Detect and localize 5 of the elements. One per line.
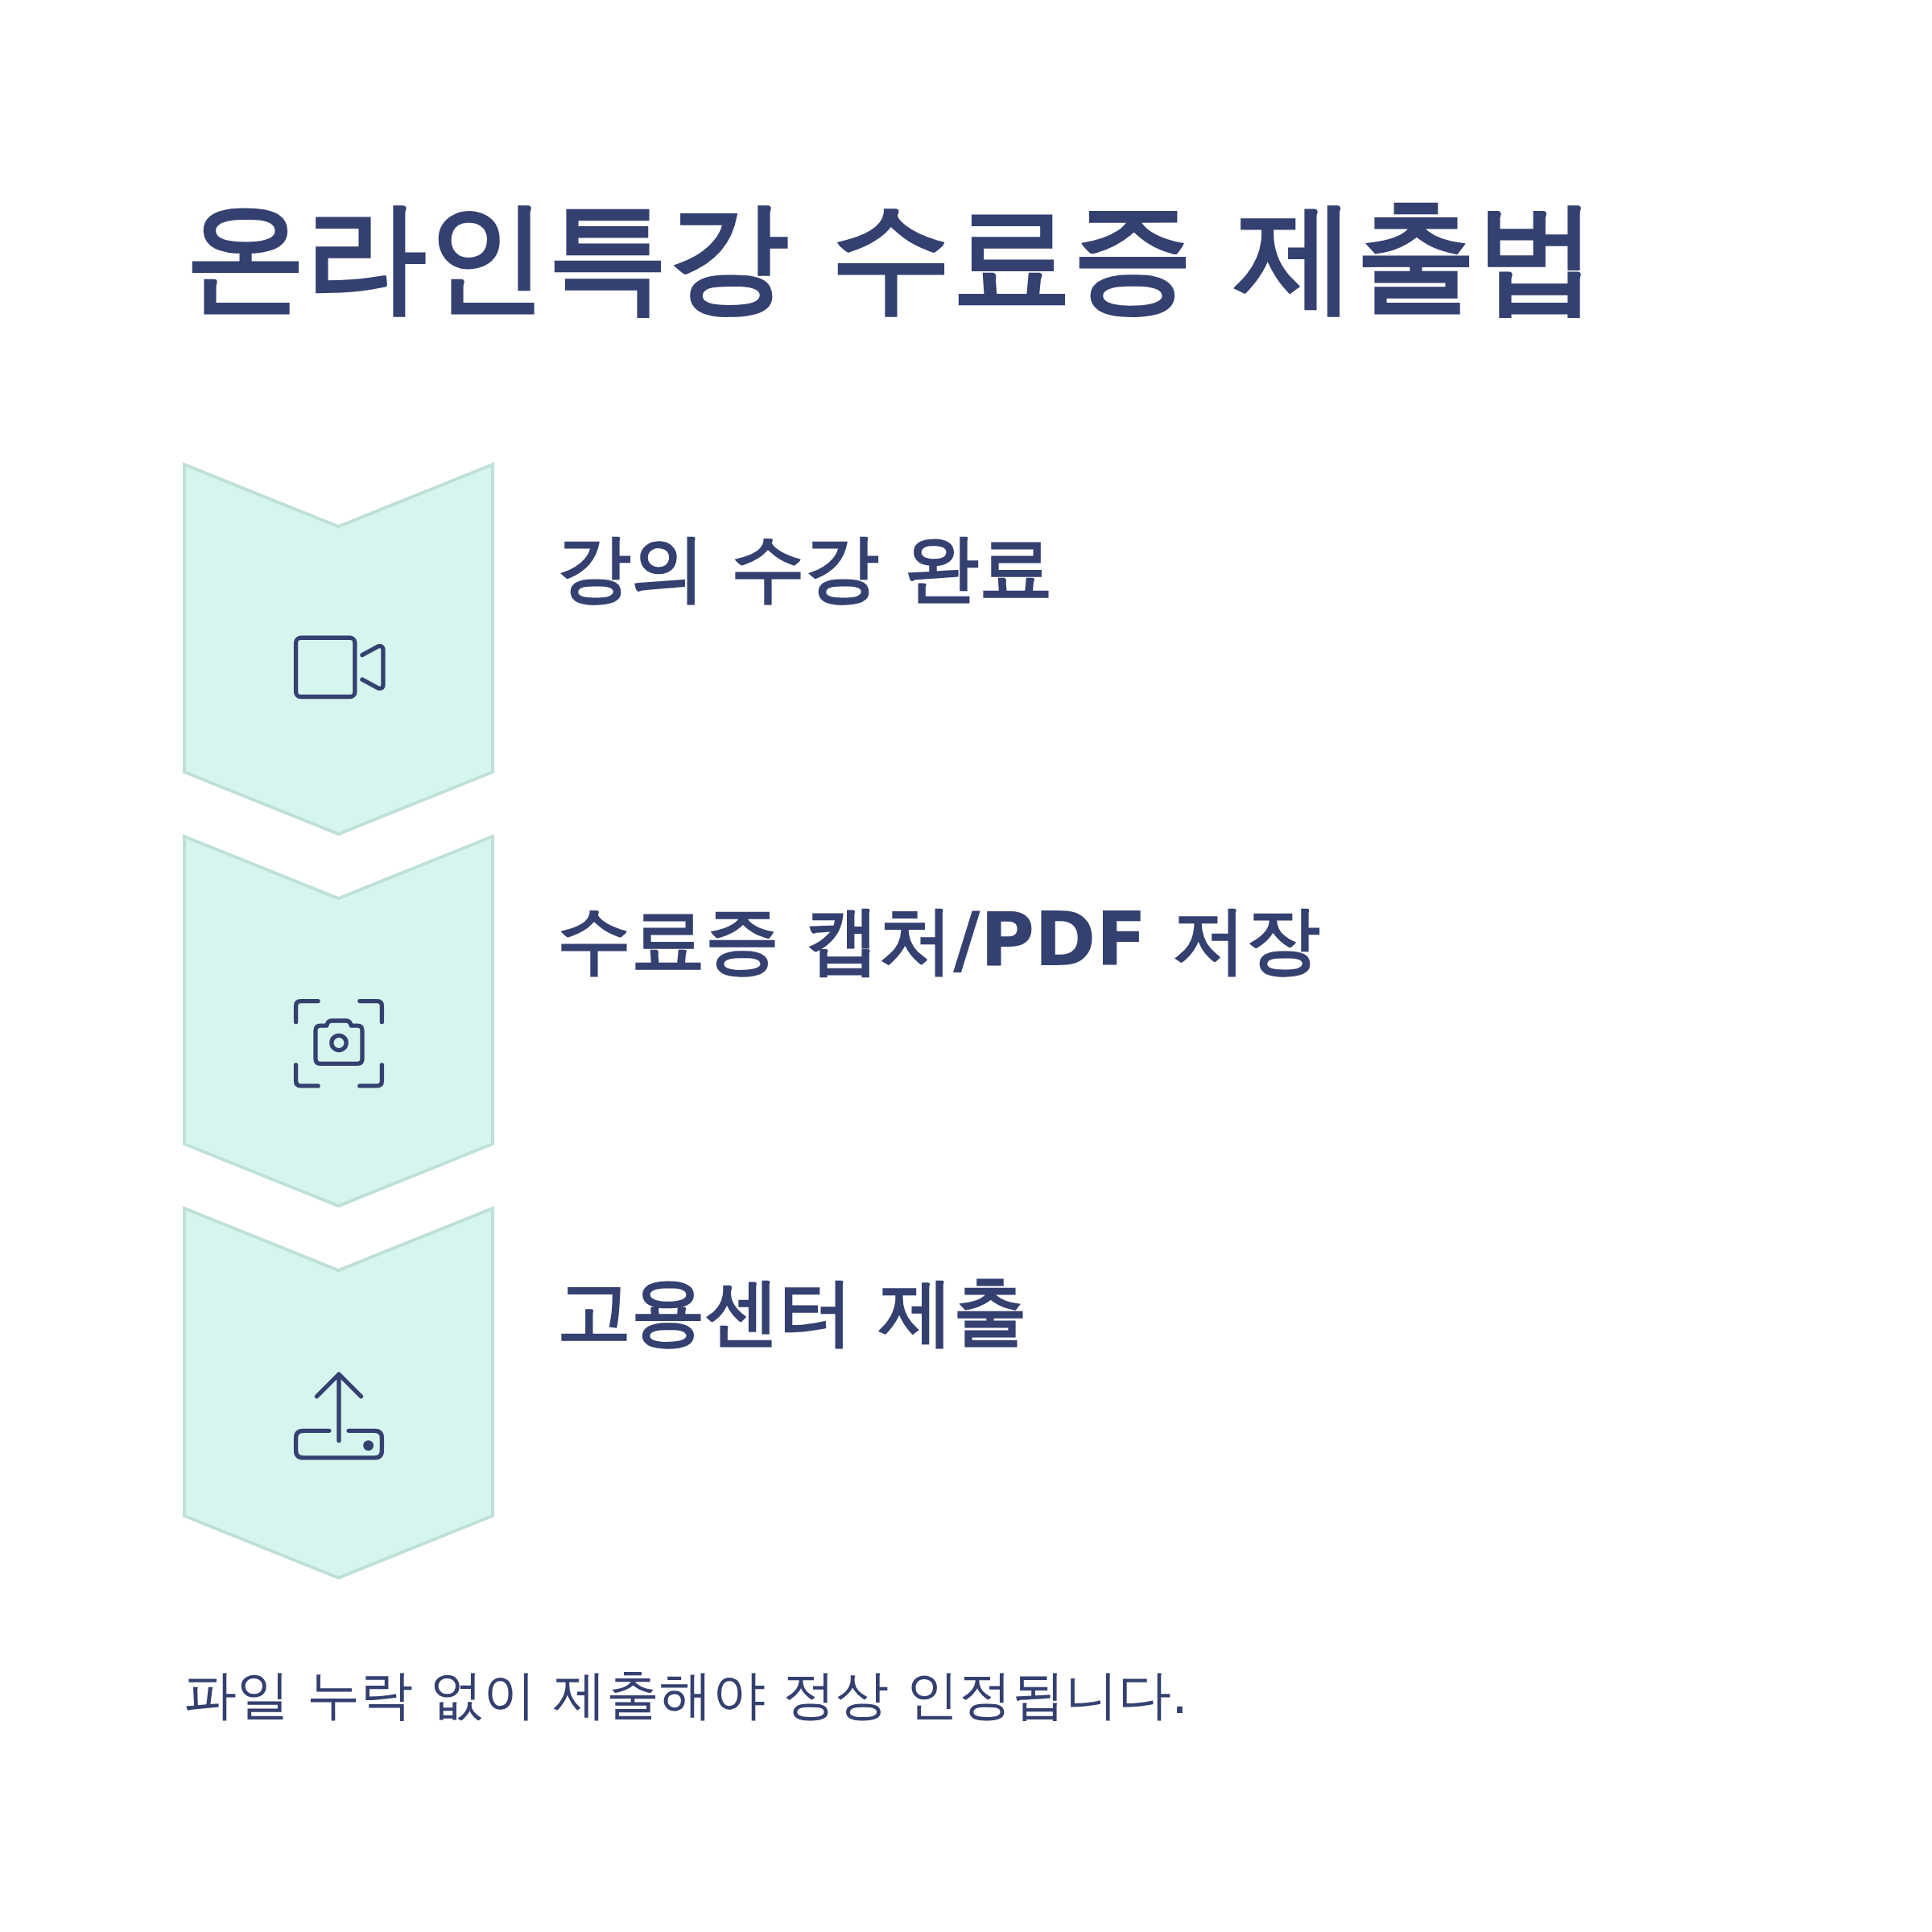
caption-text: 파일 누락 없이 제출해야 정상 인정됩니다. (184, 1663, 1188, 1728)
step-label: 고용센터 제출 (557, 1268, 1028, 1356)
step-label: 강의 수강 완료 (557, 524, 1054, 613)
step-label: 수료증 캡처/PDF 저장 (557, 896, 1321, 985)
title: 온라인특강 수료증 제출법 (185, 185, 1598, 328)
